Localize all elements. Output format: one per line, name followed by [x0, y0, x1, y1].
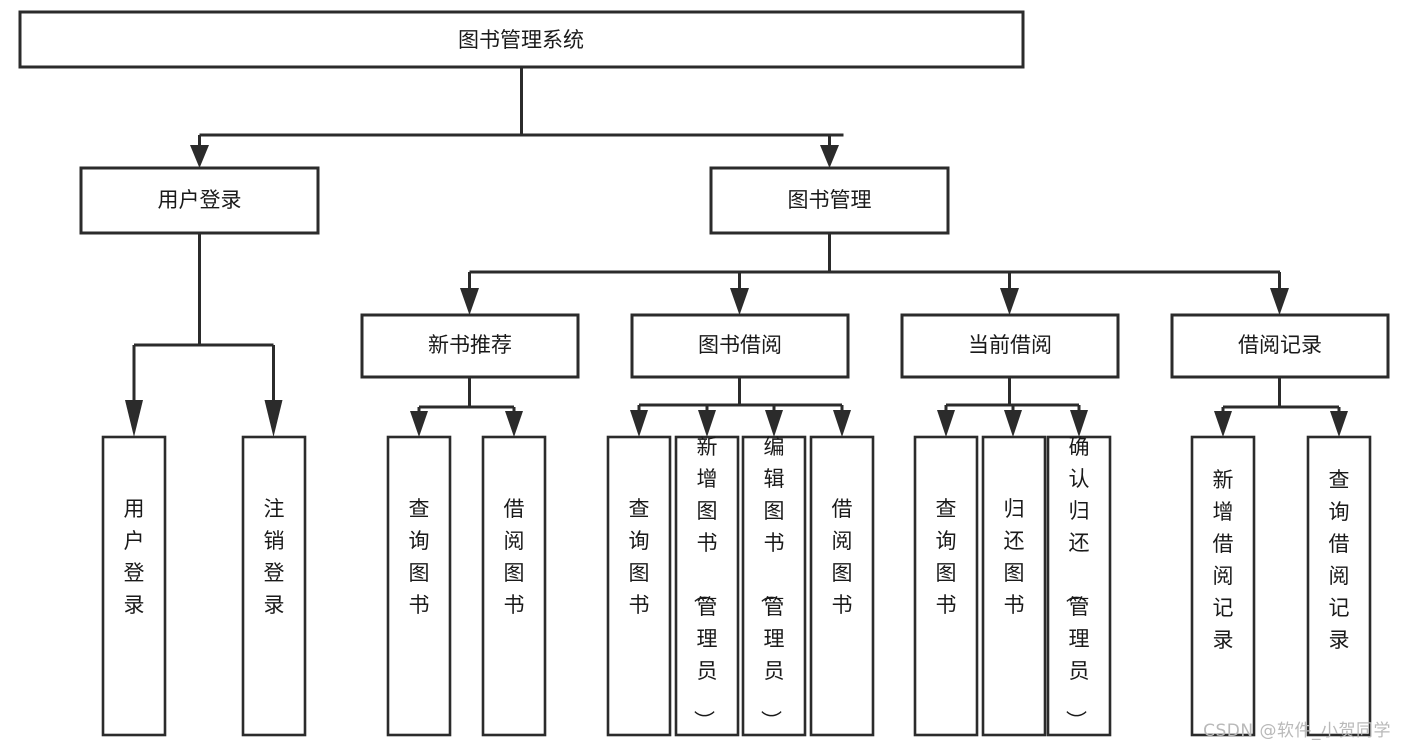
- leaf-box: [913, 435, 979, 737]
- arrow-head-m3-leaf3: [1070, 410, 1088, 437]
- leaf-box: [741, 435, 807, 737]
- node-current-borrow[interactable]: 当前借阅: [900, 313, 1120, 379]
- arrow-head-m2-leaf2: [698, 410, 716, 437]
- leaf-box: [674, 435, 740, 737]
- node-user-login[interactable]: 用户登录: [79, 166, 320, 235]
- arrow-head-to-book-borrow: [730, 288, 749, 315]
- arrow-head-to-user-login: [190, 145, 209, 168]
- arrow-head-m4-leaf2: [1330, 411, 1348, 437]
- node-user-login-box: [79, 166, 320, 235]
- node-new-book-recommend-label: 新书推荐: [428, 333, 512, 357]
- leaf-box: [606, 435, 672, 737]
- leaf-label: 编辑图书（管理员）: [759, 435, 785, 731]
- arrow-head-m2-leaf3: [765, 410, 783, 437]
- leaf-label: 新增图书（管理员）: [692, 435, 718, 731]
- leaf-book-borrow-query[interactable]: 查询图书: [606, 435, 672, 737]
- arrow-head-to-new-book: [460, 288, 479, 315]
- node-new-book-recommend[interactable]: 新书推荐: [360, 313, 580, 379]
- node-book-manage-label: 图书管理: [788, 188, 872, 212]
- arrow-head-m4-leaf1: [1214, 411, 1232, 437]
- leaf-current-borrow-return[interactable]: 归还图书: [981, 435, 1047, 737]
- leaf-box: [386, 435, 452, 737]
- leaf-label: 注销登录: [264, 497, 285, 617]
- leaf-user-login-login[interactable]: 用户登录: [101, 435, 167, 737]
- leaf-box: [481, 435, 547, 737]
- connector-layer: [125, 67, 1348, 437]
- arrow-head-m3-leaf1: [937, 410, 955, 437]
- node-root-box: [18, 10, 1025, 69]
- leaf-current-borrow-query[interactable]: 查询图书: [913, 435, 979, 737]
- leaf-label: 查询图书: [629, 497, 650, 617]
- node-book-manage-box: [709, 166, 950, 235]
- leaf-label: 归还图书: [1004, 497, 1025, 617]
- node-book-manage[interactable]: 图书管理: [709, 166, 950, 235]
- node-borrow-record[interactable]: 借阅记录: [1170, 313, 1390, 379]
- leaf-label: 借阅图书: [504, 497, 525, 617]
- arrow-head-user-leaf1: [125, 400, 143, 437]
- leaf-borrow-record-query[interactable]: 查询借阅记录: [1306, 435, 1372, 737]
- arrow-head-m3-leaf2: [1004, 410, 1022, 437]
- node-book-borrow[interactable]: 图书借阅: [630, 313, 850, 379]
- arrow-head-m1-leaf1: [410, 411, 428, 437]
- node-root-label: 图书管理系统: [458, 28, 584, 52]
- leaf-box: [1190, 435, 1256, 737]
- node-root-system[interactable]: 图书管理系统: [18, 10, 1025, 69]
- leaf-box: [809, 435, 875, 737]
- leaf-label: 查询图书: [936, 497, 957, 617]
- arrow-head-to-book-manage: [820, 145, 839, 168]
- leaf-box: [241, 435, 307, 737]
- arrow-head-m2-leaf1: [630, 410, 648, 437]
- node-current-borrow-label: 当前借阅: [968, 333, 1052, 357]
- leaf-label: 借阅图书: [832, 497, 853, 617]
- leaf-book-borrow-add[interactable]: 新增图书（管理员）: [674, 435, 740, 737]
- leaf-label: 查询图书: [409, 497, 430, 617]
- node-book-borrow-label: 图书借阅: [698, 333, 782, 357]
- arrow-head-user-leaf2: [264, 400, 283, 437]
- leaf-box: [981, 435, 1047, 737]
- leaf-box: [101, 435, 167, 737]
- leaf-user-login-logout[interactable]: 注销登录: [241, 435, 307, 737]
- arrow-head-m1-leaf2: [505, 411, 523, 437]
- arrow-head-m2-leaf4: [833, 410, 851, 437]
- node-current-borrow-box: [900, 313, 1120, 379]
- leaf-label: 用户登录: [124, 497, 145, 617]
- node-borrow-record-label: 借阅记录: [1238, 333, 1322, 357]
- leaf-label: 查询借阅记录: [1329, 468, 1350, 652]
- leaf-new-book-borrow[interactable]: 借阅图书: [481, 435, 547, 737]
- leaf-label: 确认归还（管理员）: [1064, 435, 1090, 731]
- arrow-head-to-borrow-record: [1270, 288, 1289, 315]
- node-user-login-label: 用户登录: [158, 188, 242, 212]
- leaf-new-book-query[interactable]: 查询图书: [386, 435, 452, 737]
- leaf-box: [1306, 435, 1372, 737]
- node-new-book-recommend-box: [360, 313, 580, 379]
- leaf-box: [1046, 435, 1112, 737]
- leaf-current-borrow-confirm[interactable]: 确认归还（管理员）: [1046, 435, 1112, 737]
- arrow-head-to-current-borrow: [1000, 288, 1019, 315]
- leaf-book-borrow-edit[interactable]: 编辑图书（管理员）: [741, 435, 807, 737]
- node-book-borrow-box: [630, 313, 850, 379]
- leaf-borrow-record-add[interactable]: 新增借阅记录: [1190, 435, 1256, 737]
- leaf-label: 新增借阅记录: [1213, 468, 1234, 652]
- leaf-book-borrow-borrow[interactable]: 借阅图书: [809, 435, 875, 737]
- node-borrow-record-box: [1170, 313, 1390, 379]
